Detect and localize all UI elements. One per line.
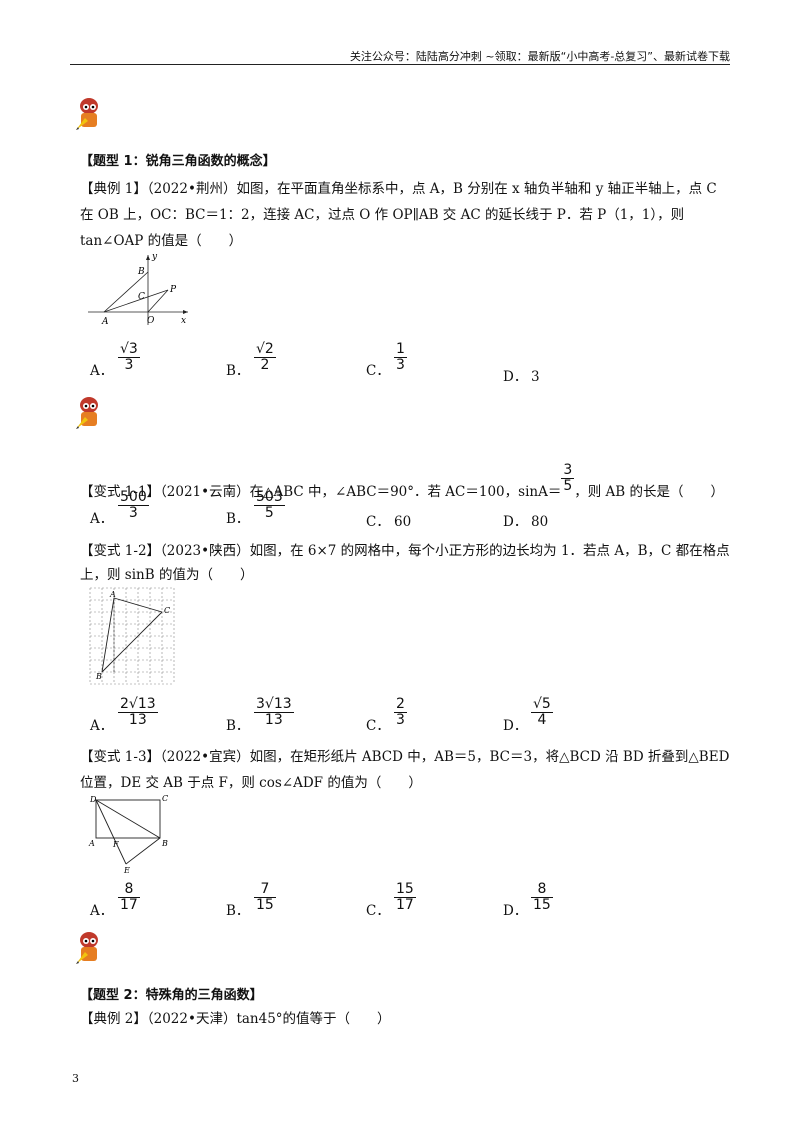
point-label: C xyxy=(164,606,170,615)
pencil-mascot-icon xyxy=(76,98,98,130)
header-rule xyxy=(70,64,730,65)
question-text: 【变式 1-1】（2021•云南）在△ABC 中，∠ABC＝90°．若 AC＝1… xyxy=(80,462,725,501)
axis-label-x: x xyxy=(181,316,186,326)
point-label: C xyxy=(138,292,145,302)
point-label: A xyxy=(88,839,95,848)
section-title: 【题型 2：特殊角的三角函数】 xyxy=(80,988,263,1003)
page-header: 关注公众号：陆陆高分冲刺 ~领取：最新版“小中高考-总复习”、最新试卷下载 xyxy=(349,50,730,63)
point-label: E xyxy=(123,866,130,875)
option-d: D．80 xyxy=(503,514,549,530)
option-d: D．3 xyxy=(503,369,540,385)
pencil-mascot-icon xyxy=(76,397,98,429)
question-text: 【典例 1】（2022•荆州）如图，在平面直角坐标系中，点 A，B 分别在 x … xyxy=(80,181,717,197)
point-label: O xyxy=(147,316,155,326)
question-text: 【典例 2】（2022•天津）tan45°的值等于（ ） xyxy=(80,1011,391,1027)
point-label: B xyxy=(161,839,168,848)
figure-grid: A B C xyxy=(89,587,175,685)
option-c: C．60 xyxy=(366,514,412,530)
question-text: 【变式 1-2】（2023•陕西）如图，在 6×7 的网格中，每个小正方形的边长… xyxy=(80,543,730,559)
point-label: F xyxy=(112,840,119,849)
pencil-mascot-icon xyxy=(76,932,98,964)
figure-rectangle-fold: D C A F B E xyxy=(88,794,168,875)
question-text: 上，则 sinB 的值为（ ） xyxy=(80,567,254,583)
question-text: 在 OB 上，OC：BC＝1：2，连接 AC，过点 O 作 OP∥AB 交 AC… xyxy=(80,207,685,223)
point-label: C xyxy=(162,794,168,803)
question-text: tan∠OAP 的值是（ ） xyxy=(80,233,243,249)
point-label: B xyxy=(95,672,102,681)
point-label: A xyxy=(109,590,116,599)
point-label: A xyxy=(101,317,109,327)
question-text: 【变式 1-3】（2022•宜宾）如图，在矩形纸片 ABCD 中，AB＝5，BC… xyxy=(80,749,730,765)
point-label: P xyxy=(169,285,177,295)
question-text: 位置，DE 交 AB 于点 F，则 cos∠ADF 的值为（ ） xyxy=(80,775,422,791)
figure-coordinate-plane: y x B C P A O xyxy=(88,252,188,327)
page-number: 3 xyxy=(72,1072,79,1085)
point-label: D xyxy=(89,795,97,804)
section-title: 【题型 1：锐角三角函数的概念】 xyxy=(80,154,276,169)
point-label: B xyxy=(137,267,145,277)
axis-label-y: y xyxy=(151,252,158,262)
